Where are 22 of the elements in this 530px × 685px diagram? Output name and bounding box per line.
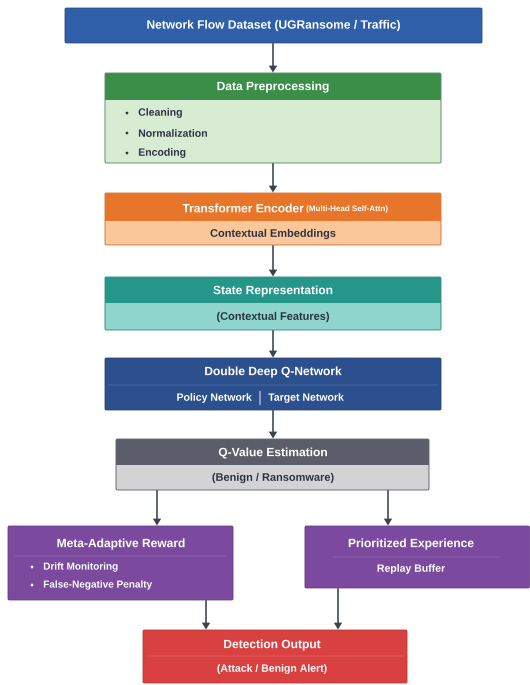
body-text: Contextual Embeddings <box>210 228 336 240</box>
body-text: Target Network <box>268 393 344 403</box>
box-title: Q-Value Estimation <box>218 447 327 459</box>
body-text: Replay Buffer <box>378 564 445 574</box>
bullet-item: Normalization <box>126 129 207 137</box>
body-text: (Contextual Features) <box>217 312 329 322</box>
box-title: Meta-Adaptive Reward <box>57 538 185 550</box>
box-title: Double Deep Q-Network <box>205 366 342 378</box>
box-title: State Representation <box>213 285 332 297</box>
body-text: (Attack / Benign Alert) <box>217 664 327 674</box>
body-text: (Benign / Ransomware) <box>212 472 334 484</box>
box-title: Data Preprocessing <box>217 81 329 93</box>
bullet-item: Encoding <box>126 148 186 158</box>
bullet-item: False-Negative Penalty <box>30 580 152 590</box>
bullet-item: Drift Monitoring <box>30 562 118 572</box>
box-title: Detection Output <box>224 639 320 651</box>
box-title: Transformer Encoder <box>182 204 304 212</box>
body-text: Policy Network <box>177 393 252 403</box>
box-title: Network Flow Dataset (UGRansome / Traffic) <box>147 20 400 32</box>
subtitle-text: (Multi-Head Self-Attn) <box>306 205 388 213</box>
box-title: Prioritized Experience <box>348 538 474 550</box>
bullet-item: Cleaning <box>126 108 182 118</box>
